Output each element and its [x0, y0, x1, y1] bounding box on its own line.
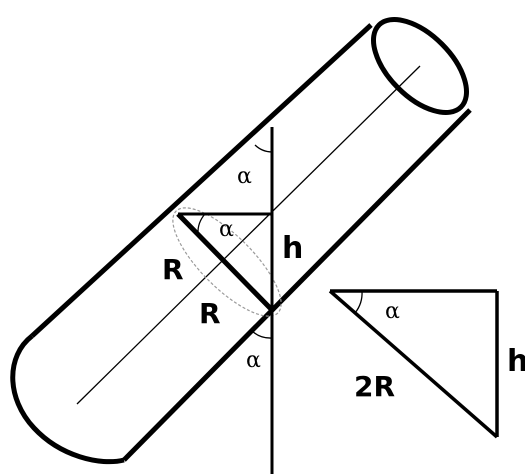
cylinder-upper-side — [30, 23, 373, 338]
angle-arc-triangle — [354, 290, 363, 314]
h-label-cylinder: h — [282, 231, 303, 266]
cylinder — [10, 16, 472, 465]
angle-arc-mid — [197, 213, 206, 235]
r-label-left: R — [162, 253, 184, 286]
two-r-label: 2R — [354, 370, 395, 403]
alpha-label-triangle: α — [385, 299, 400, 324]
alpha-label-top: α — [237, 164, 252, 189]
triangle-hypotenuse — [328, 289, 499, 439]
cross-section-ellipse — [172, 207, 282, 317]
angle-arc-top — [254, 144, 273, 153]
diameter-line — [176, 212, 274, 312]
cylinder-bottom-arc — [10, 334, 125, 465]
alpha-label-bottom: α — [246, 348, 261, 373]
h-label-triangle: h — [507, 344, 525, 379]
r-label-lower: R — [199, 297, 221, 330]
construction-lines — [176, 127, 274, 474]
angle-arc-bottom — [251, 330, 273, 339]
cylinder-axis — [76, 65, 421, 405]
alpha-label-mid: α — [219, 217, 234, 242]
side-triangle — [328, 289, 499, 439]
cylinder-lower-side — [122, 108, 472, 462]
